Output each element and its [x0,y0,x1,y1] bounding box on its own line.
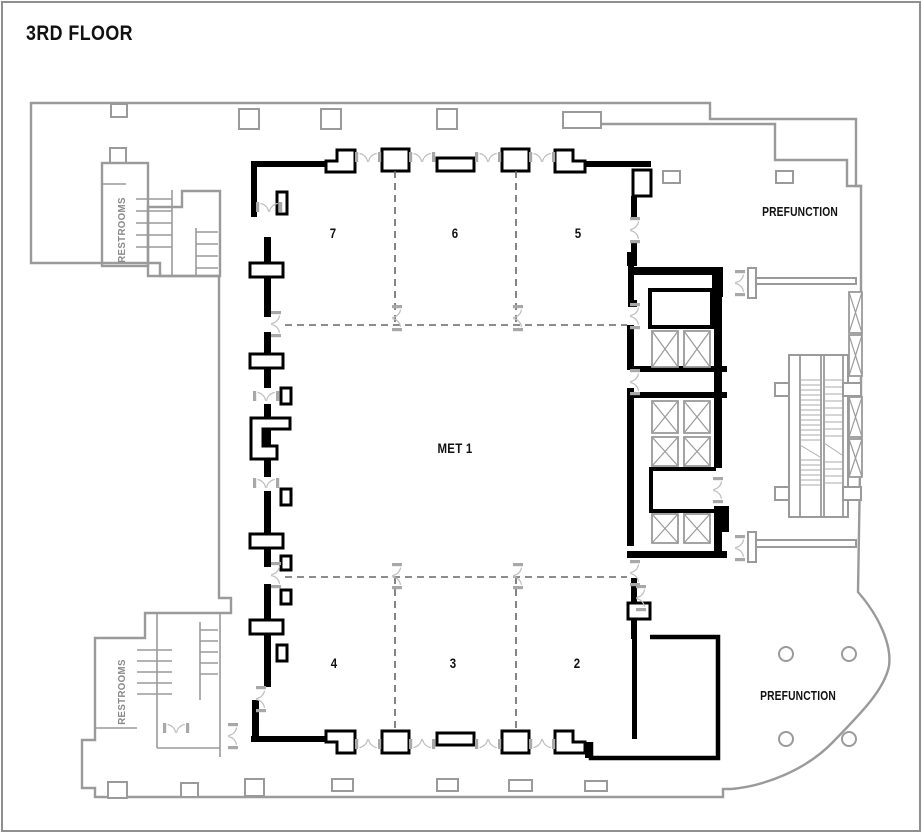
elevator-shaft-icons [651,330,711,544]
restrooms-top [100,147,222,278]
room-label-5: 5 [574,225,582,241]
west-wall [248,161,293,742]
room-label-met1: MET 1 [437,440,473,456]
elevator-core [627,288,729,558]
shaft-strip-icon [842,291,863,501]
restrooms-bottom [95,613,221,757]
southeast-walls [588,578,721,761]
page-title: 3RD FLOOR [26,22,133,45]
column-squares [107,103,794,799]
movable-partition-lines [285,171,627,731]
restrooms-label-bottom: RESTROOMS [116,659,128,725]
column-circles [778,646,857,747]
room-label-2: 2 [573,655,581,671]
north-wall [251,147,651,174]
escalator-icon [774,354,849,518]
room-label-7: 7 [329,225,337,241]
room-label-4: 4 [330,655,338,671]
south-wall [251,729,591,758]
prefunction-label-top: PREFUNCTION [762,205,838,219]
prefunction-label-bottom: PREFUNCTION [760,689,836,703]
restrooms-label-top: RESTROOMS [116,197,128,263]
northeast-walls [627,168,723,307]
room-label-6: 6 [451,225,459,241]
room-label-3: 3 [449,655,457,671]
prefunction-corridor-walls [747,267,857,563]
